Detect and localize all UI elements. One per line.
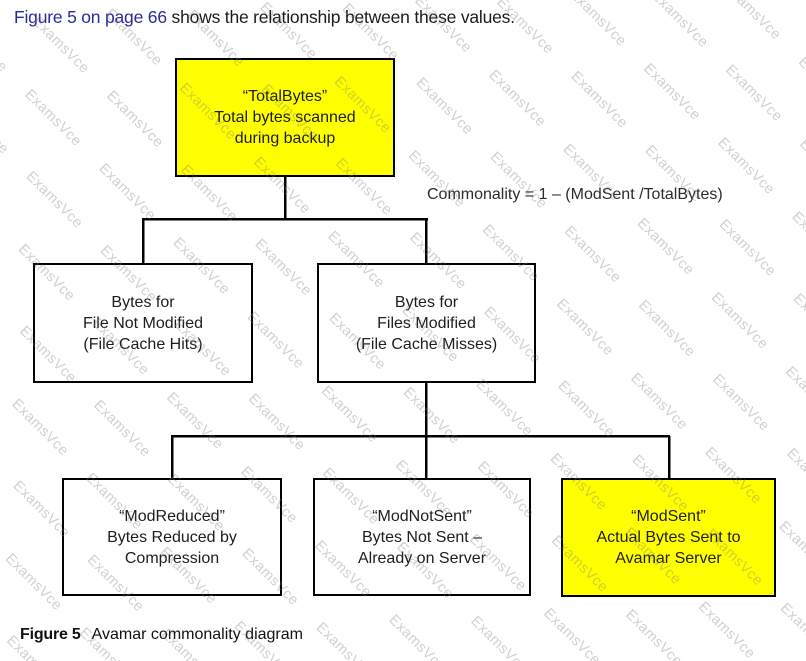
node-line: Actual Bytes Sent to (596, 529, 741, 546)
node-line: “ModReduced” (119, 507, 225, 525)
intro-sentence-text: shows the relationship between these val… (166, 7, 516, 27)
node-line: during backup (234, 130, 336, 147)
figure-caption-text: Avamar commonality diagram (91, 626, 303, 643)
node-line: Total bytes scanned (214, 109, 356, 126)
node-line: File Not Modified (82, 314, 204, 332)
node-line: Compression (124, 549, 220, 567)
node-line: “ModSent” (631, 508, 706, 525)
node-mod-reduced: “ModReduced” Bytes Reduced by Compressio… (62, 478, 282, 596)
node-line: “TotalBytes” (242, 88, 328, 105)
node-line: Avamar Server (615, 550, 722, 567)
node-line: Bytes for (394, 293, 459, 311)
commonality-formula: Commonality = 1 – (ModSent /TotalBytes) (427, 186, 723, 203)
figure-caption: Figure 5 Avamar commonality diagram (20, 626, 303, 644)
node-line: (File Cache Misses) (355, 335, 498, 353)
node-line: Bytes for (111, 293, 175, 311)
node-line: Files Modified (377, 314, 476, 332)
node-line: Bytes Not Sent – (361, 528, 483, 546)
node-bytes-modified: Bytes for Files Modified (File Cache Mis… (317, 263, 536, 383)
node-line: “ModNotSent” (372, 507, 472, 525)
node-total-bytes: “TotalBytes” Total bytes scanned during … (175, 58, 395, 177)
node-mod-sent: “ModSent” Actual Bytes Sent to Avamar Se… (561, 478, 776, 597)
intro-sentence: Figure 5 on page 66 shows the relationsh… (14, 7, 515, 28)
node-line: Bytes Reduced by (107, 528, 237, 546)
node-line: Already on Server (357, 549, 487, 567)
node-mod-not-sent: “ModNotSent” Bytes Not Sent – Already on… (313, 478, 531, 596)
node-bytes-not-modified: Bytes for File Not Modified (File Cache … (33, 263, 253, 383)
figure-reference-link[interactable]: Figure 5 on page 66 (14, 7, 167, 27)
node-line: (File Cache Hits) (83, 335, 203, 353)
figure-caption-label: Figure 5 (20, 626, 81, 643)
